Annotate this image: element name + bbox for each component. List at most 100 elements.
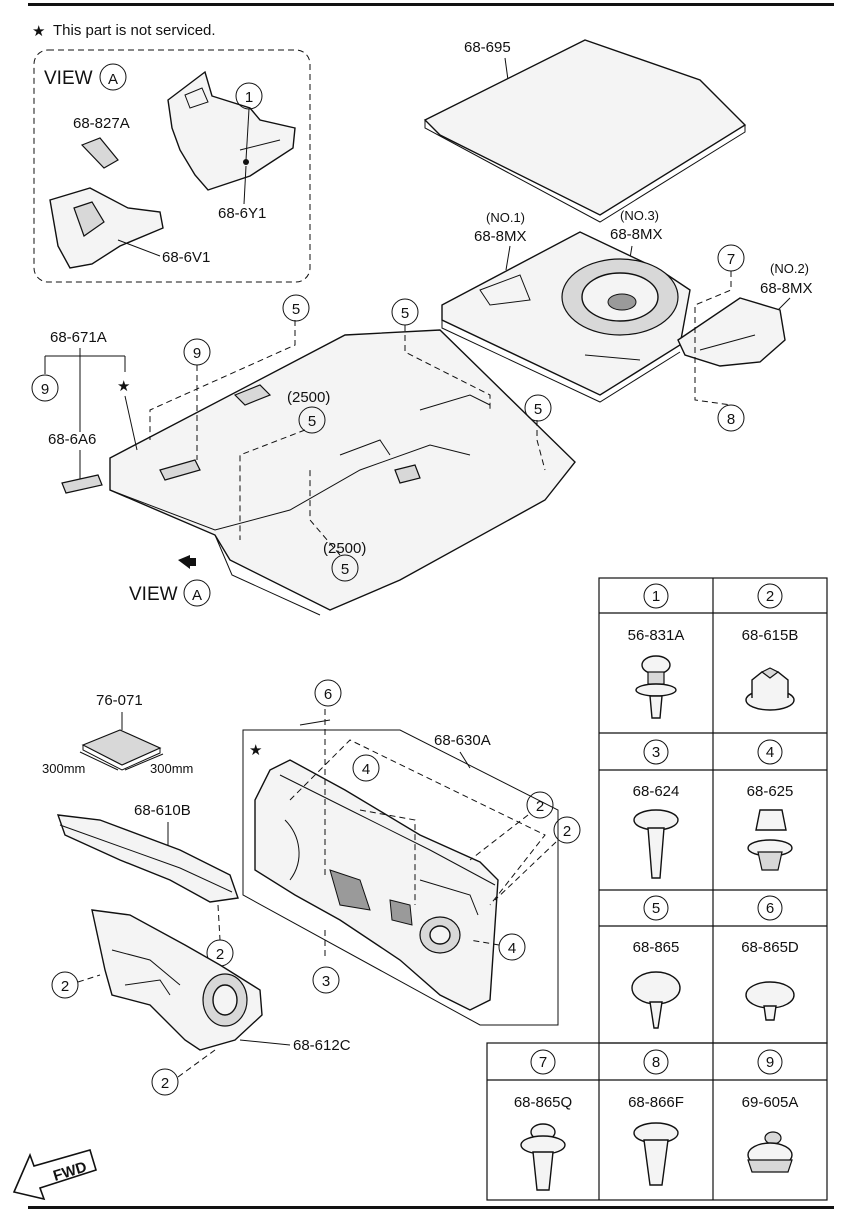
fwd-arrow-icon xyxy=(12,1149,97,1201)
dash-panel-68-630a: 68-630A ★ 6 4 2 2 4 3 xyxy=(242,679,581,1026)
label-68-6a6: 68-6A6 xyxy=(48,431,96,448)
fastener-cell-3: 3 68-624 xyxy=(633,739,680,879)
fastener-cell-2: 2 68-615B xyxy=(742,583,799,711)
insulator-68-610b: 68-610B 2 xyxy=(56,802,239,967)
view-arrow-icon xyxy=(178,555,196,569)
callout-2-dash-a: 2 xyxy=(536,798,544,815)
trunk-side-no2: (NO.2) 68-8MX 7 8 xyxy=(677,244,813,432)
callout-2-lower-bottom: 2 xyxy=(161,1075,169,1092)
star-icon: ★ xyxy=(32,23,45,40)
floor-carpet-68-671a xyxy=(109,320,576,616)
callout-5-e: 5 xyxy=(341,561,349,578)
label-68-6y1: 68-6Y1 xyxy=(218,205,266,222)
callout-6: 6 xyxy=(324,686,332,703)
fastener-cell-5: 5 68-865 xyxy=(631,895,681,1029)
fastener-part: 68-624 xyxy=(633,783,680,800)
insulator-68-612c: 68-612C 2 2 xyxy=(51,909,351,1096)
fastener-part: 68-615B xyxy=(742,627,799,644)
view-a-label: VIEW xyxy=(44,68,93,89)
fastener-num: 6 xyxy=(766,900,774,917)
fastener-cell-6: 6 68-865D xyxy=(741,895,799,1021)
fastener-cell-4: 4 68-625 xyxy=(747,739,794,871)
trunk-side-panel xyxy=(677,297,786,367)
fastener-cell-7: 7 68-865Q xyxy=(514,1049,572,1191)
star-icon: ★ xyxy=(249,742,262,759)
dash-panel-frame xyxy=(242,729,559,1026)
label-68-827a: 68-827A xyxy=(73,115,130,132)
view-a-detail-box: VIEW A 68-827A 1 68-6Y1 68-6V1 xyxy=(33,49,311,283)
fastener-part: 69-605A xyxy=(742,1094,799,1111)
clip-69-605a-icon xyxy=(764,1131,782,1145)
fastener-num: 8 xyxy=(652,1054,660,1071)
callout-1-view: 1 xyxy=(245,89,253,106)
clip-56-831a-icon xyxy=(641,655,671,675)
label-no3: (NO.3) xyxy=(620,208,659,223)
callout-5-a: 5 xyxy=(292,301,300,318)
strip-68-6a6 xyxy=(61,474,103,494)
callout-2-upper-insulator: 2 xyxy=(216,946,224,963)
sheet-76-071: 76-071 300mm 300mm xyxy=(42,692,193,776)
insulator-68-6y1 xyxy=(167,70,296,191)
label-76-071: 76-071 xyxy=(96,692,143,709)
label-68-6v1: 68-6V1 xyxy=(162,249,210,266)
clip-68-624-icon xyxy=(633,809,679,831)
label-68-630a: 68-630A xyxy=(434,732,491,749)
label-no2-part: 68-8MX xyxy=(760,280,813,297)
fastener-num: 3 xyxy=(652,744,660,761)
label-68-612c: 68-612C xyxy=(293,1037,351,1054)
fwd-indicator: FWD xyxy=(12,1149,97,1201)
label-68-671a: 68-671A xyxy=(50,329,107,346)
dim-2500-upper: (2500) xyxy=(287,389,330,406)
callout-9-carpet: 9 xyxy=(193,345,201,362)
label-no3-part: 68-8MX xyxy=(610,226,663,243)
fastener-num: 7 xyxy=(539,1054,547,1071)
clip-68-865-icon xyxy=(631,971,681,1005)
clip-68-865d-icon xyxy=(745,981,795,1009)
fastener-num: 5 xyxy=(652,900,660,917)
trunk-board-assembly: (NO.1) 68-8MX (NO.3) 68-8MX xyxy=(441,208,691,403)
fastener-part: 68-865Q xyxy=(514,1094,572,1111)
pad-68-827a xyxy=(80,137,119,169)
fastener-part: 68-865 xyxy=(633,939,680,956)
fastener-part: 56-831A xyxy=(628,627,685,644)
dim-2500-lower: (2500) xyxy=(323,540,366,557)
carpet-callouts: 5 5 5 9 (2500) 5 (2500) 5 xyxy=(183,294,552,582)
fastener-num: 9 xyxy=(766,1054,774,1071)
callout-2-lower-left: 2 xyxy=(61,978,69,995)
dim-300-right: 300mm xyxy=(150,761,193,776)
fastener-cell-8: 8 68-866F xyxy=(628,1049,684,1186)
fastener-cell-9: 9 69-605A xyxy=(742,1049,799,1173)
trunk-mat-panel xyxy=(423,39,747,216)
label-68-695: 68-695 xyxy=(464,39,511,56)
label-no2: (NO.2) xyxy=(770,261,809,276)
top-border xyxy=(28,3,834,6)
dim-300-left: 300mm xyxy=(42,761,85,776)
fastener-cell-1: 1 56-831A xyxy=(628,583,685,719)
floor-carpet-panel xyxy=(109,329,576,611)
dash-insulator-panel xyxy=(254,759,499,1011)
view-a-pointer-letter: A xyxy=(192,587,202,604)
fastener-num: 2 xyxy=(766,588,774,605)
fastener-part: 68-625 xyxy=(747,783,794,800)
label-no1-part: 68-8MX xyxy=(474,228,527,245)
callout-5-b: 5 xyxy=(401,305,409,322)
service-note-text: This part is not serviced. xyxy=(53,22,216,39)
fastener-num: 1 xyxy=(652,588,660,605)
service-note: ★ This part is not serviced. xyxy=(32,22,216,40)
fastener-part: 68-865D xyxy=(741,939,799,956)
fastener-part: 68-866F xyxy=(628,1094,684,1111)
callout-3: 3 xyxy=(322,973,330,990)
insulator-68-6v1 xyxy=(49,187,164,269)
label-68-610b: 68-610B xyxy=(134,802,191,819)
star-icon: ★ xyxy=(117,378,130,395)
callout-2-dash-b: 2 xyxy=(563,823,571,840)
upper-insulator-panel xyxy=(56,814,239,903)
fastener-num: 4 xyxy=(766,744,774,761)
callout-4-top: 4 xyxy=(362,761,370,778)
carpet-left-labels: 68-671A 9 ★ 68-6A6 xyxy=(31,329,138,494)
callout-5-c: 5 xyxy=(534,401,542,418)
label-no1: (NO.1) xyxy=(486,210,525,225)
view-a-letter: A xyxy=(108,71,118,88)
clip-68-625-icon xyxy=(755,809,787,831)
